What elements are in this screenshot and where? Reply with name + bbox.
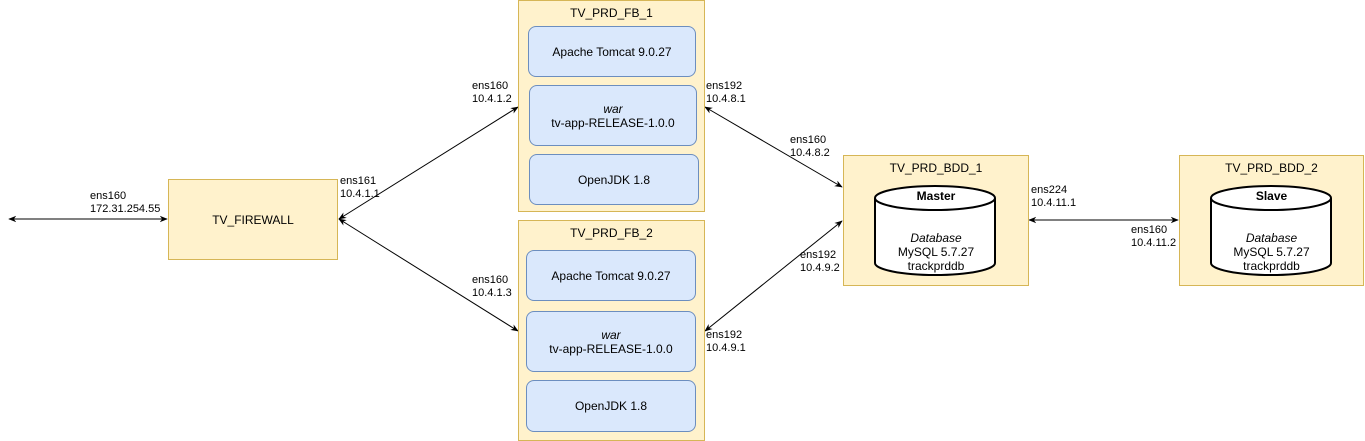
bdd2-role: Slave (1255, 189, 1288, 203)
bdd2-title: TV_PRD_BDD_2 (1225, 161, 1318, 175)
fb2-host[interactable]: TV_PRD_FB_2 Apache Tomcat 9.0.27 war tv-… (518, 220, 705, 441)
fb2-title: TV_PRD_FB_2 (570, 226, 653, 240)
bdd2-db-type: Database (1245, 231, 1298, 245)
bdd1-title: TV_PRD_BDD_1 (889, 161, 983, 175)
fb2-tomcat[interactable]: Apache Tomcat 9.0.27 (526, 250, 696, 301)
bdd2-host[interactable]: TV_PRD_BDD_2 Slave Database MySQL 5.7.27… (1179, 155, 1364, 286)
edge-firewall-fb2 (338, 218, 519, 332)
edge-fb1-bdd1 (704, 106, 843, 188)
bdd1-db-name: trackprddb (907, 259, 965, 273)
bdd1-role: Master (916, 189, 956, 203)
bdd1-db-type: Database (910, 231, 962, 245)
fb2-jdk[interactable]: OpenJDK 1.8 (526, 380, 696, 432)
fb1-tomcat[interactable]: Apache Tomcat 9.0.27 (528, 26, 696, 77)
edge-firewall-fb1 (338, 106, 519, 220)
fb1-host[interactable]: TV_PRD_FB_1 Apache Tomcat 9.0.27 war tv-… (518, 0, 705, 212)
bdd2-db-version: MySQL 5.7.27 (1233, 245, 1310, 259)
fb1-jdk[interactable]: OpenJDK 1.8 (529, 154, 699, 205)
bdd1-database-cylinder (874, 185, 996, 276)
firewall-label: TV_FIREWALL (212, 213, 294, 227)
fb2-war[interactable]: war tv-app-RELEASE-1.0.0 (526, 311, 696, 372)
firewall-node[interactable]: TV_FIREWALL (168, 179, 338, 260)
fb1-war[interactable]: war tv-app-RELEASE-1.0.0 (529, 85, 697, 146)
bdd1-host[interactable]: TV_PRD_BDD_1 Master Database MySQL 5.7.2… (843, 155, 1029, 286)
fb1-title: TV_PRD_FB_1 (570, 6, 653, 20)
bdd1-db-version: MySQL 5.7.27 (897, 245, 975, 259)
edge-fb2-bdd1 (704, 220, 843, 332)
bdd2-db-name: trackprddb (1243, 259, 1300, 273)
bdd2-database-cylinder (1210, 185, 1332, 276)
